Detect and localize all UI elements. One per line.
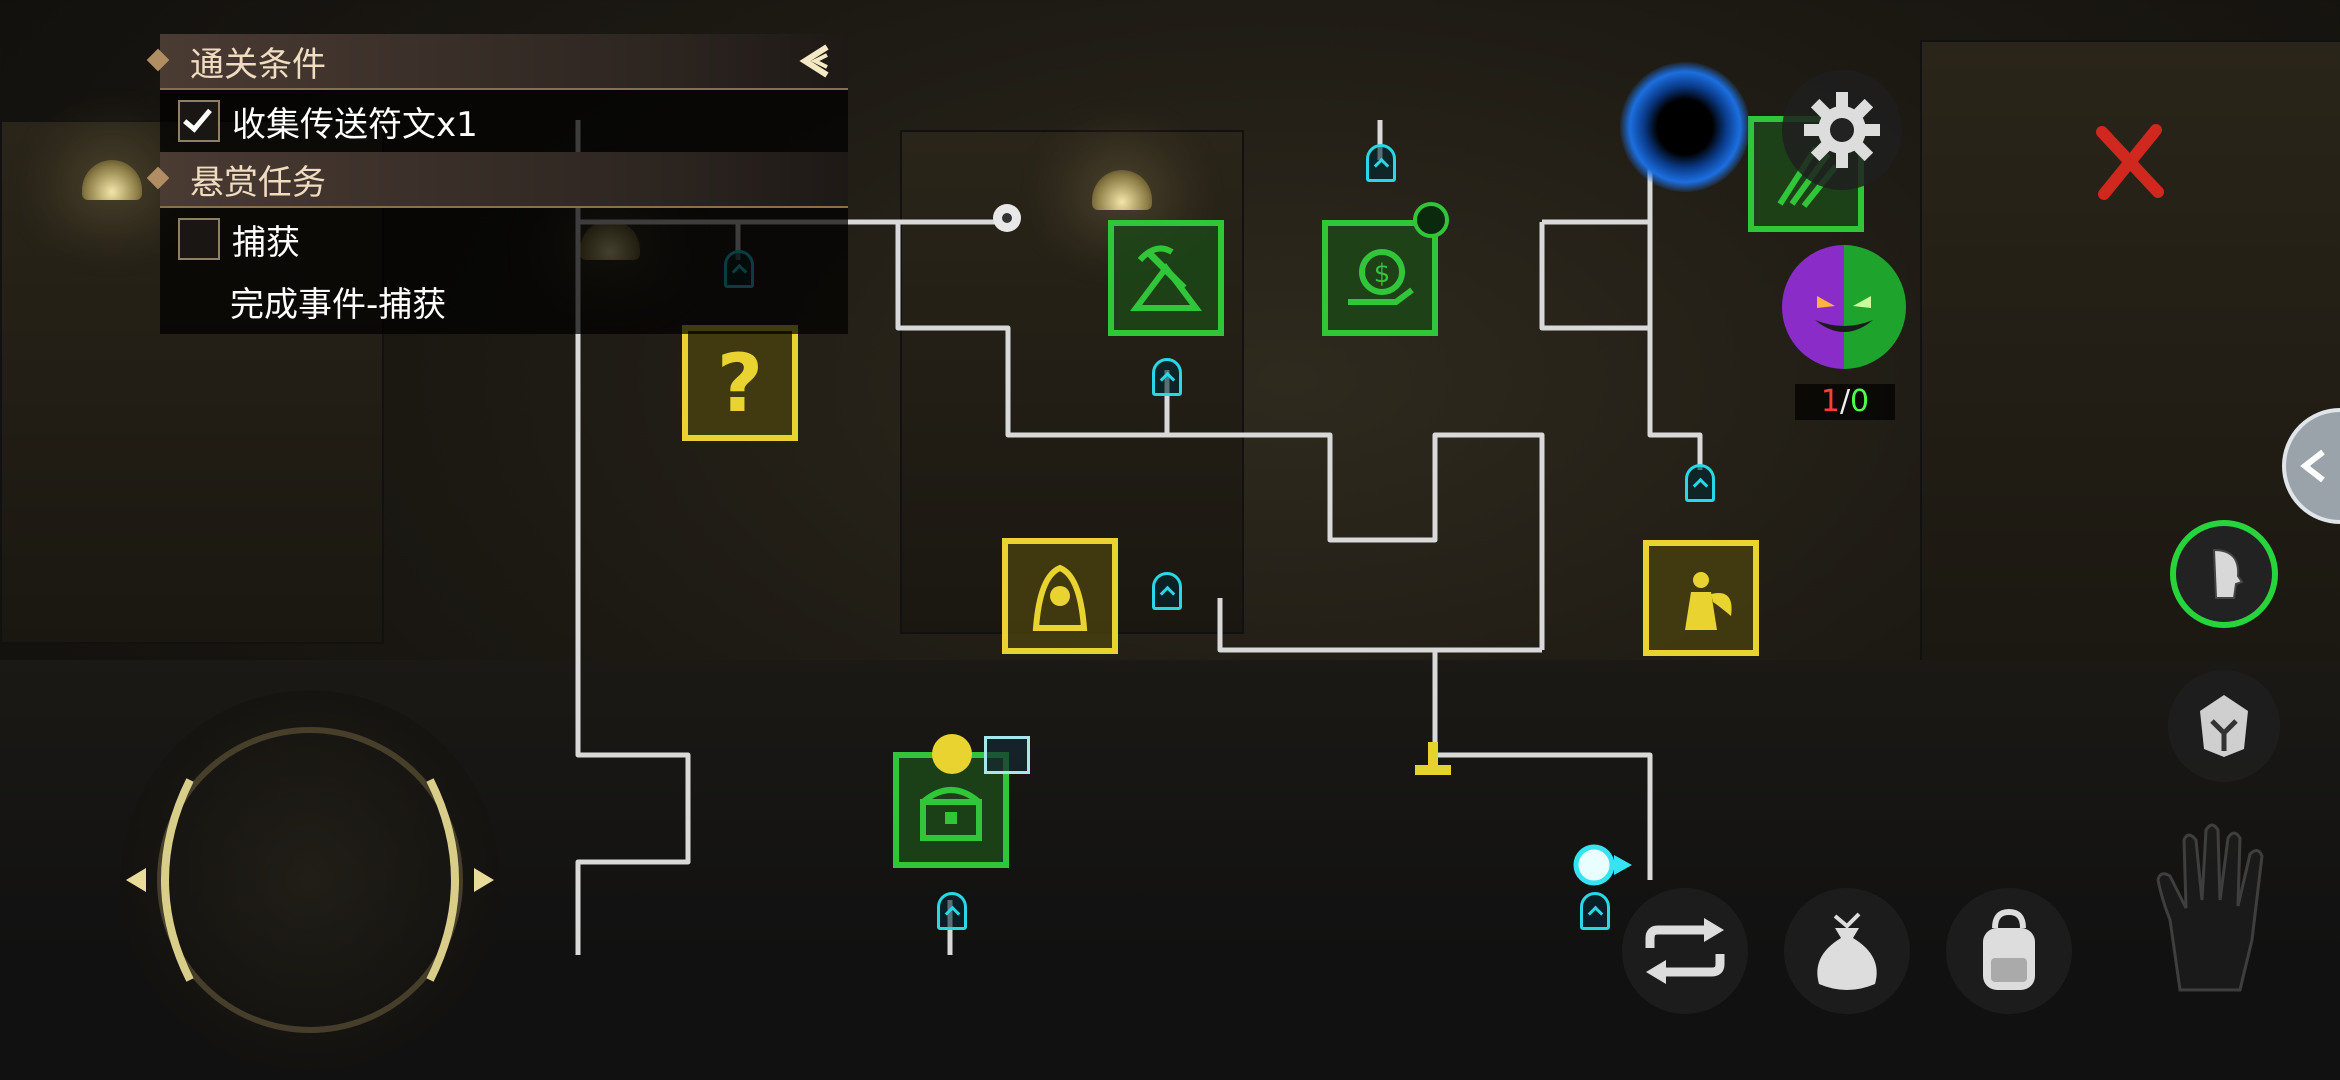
- red-x-icon: [2096, 124, 2164, 200]
- clear-condition-label: 收集传送符文x1: [232, 104, 478, 145]
- room-mining[interactable]: [1108, 220, 1224, 336]
- door-marker[interactable]: [1580, 892, 1610, 930]
- swap-arrows-icon: [1645, 918, 1725, 984]
- hand-interact-icon: [2156, 823, 2264, 992]
- clear-conditions-header: 通关条件: [146, 34, 848, 90]
- portal-button[interactable]: [1620, 62, 1750, 192]
- pickaxe-icon: [1130, 245, 1202, 311]
- backpack-button[interactable]: [1946, 888, 2072, 1014]
- chevron-left-tab-icon: [2300, 449, 2325, 483]
- room-hooded-npc[interactable]: [1002, 538, 1118, 654]
- quest-panel: 通关条件 收集传送符文x1 悬赏任务 捕获 完成事件-捕获: [146, 34, 848, 334]
- half-pumpkin-mask-icon: [1815, 296, 1873, 332]
- bounty-header: 悬赏任务: [146, 152, 848, 208]
- counter-slash: /: [1839, 384, 1851, 419]
- skull-badge-icon: [932, 734, 972, 774]
- door-marker[interactable]: [937, 892, 967, 930]
- virtual-joystick[interactable]: [120, 690, 500, 1070]
- money-bag-hand-icon: $: [1348, 249, 1414, 305]
- wall-lamp: [82, 160, 142, 200]
- close-button[interactable]: [2090, 122, 2170, 202]
- angel-icon: [1685, 572, 1732, 630]
- treasure-chest-icon: [920, 787, 982, 841]
- door-marker[interactable]: [1685, 464, 1715, 502]
- collapse-panel-button[interactable]: [794, 38, 840, 84]
- swap-button[interactable]: [1622, 888, 1748, 1014]
- condition-checkbox: [178, 100, 220, 142]
- clear-conditions-title: 通关条件: [190, 44, 326, 85]
- svg-text:$: $: [1374, 259, 1391, 289]
- skill-button-1[interactable]: [2170, 520, 2278, 628]
- gear-icon: [1804, 92, 1880, 168]
- face-profile-skill-icon: [2212, 548, 2244, 599]
- interact-hand-button[interactable]: [2140, 810, 2300, 1000]
- room-unknown[interactable]: ?: [682, 325, 798, 441]
- bounty-label: 捕获: [232, 222, 300, 263]
- question-mark-icon: ?: [716, 336, 764, 430]
- money-bag-icon: [1817, 912, 1877, 990]
- skill-button-2[interactable]: [2168, 670, 2280, 782]
- room-angel-shrine[interactable]: [1643, 540, 1759, 656]
- bag-button[interactable]: [1784, 888, 1910, 1014]
- bounty-checkbox: [178, 218, 220, 260]
- bounty-detail-text: 完成事件-捕获: [230, 284, 447, 325]
- hooded-figure-icon: [1032, 564, 1088, 631]
- bounty-title: 悬赏任务: [190, 162, 326, 203]
- counter-left: 1: [1820, 384, 1840, 419]
- chevron-left-icon: [799, 44, 829, 78]
- bounty-detail: 完成事件-捕获: [160, 270, 848, 332]
- event-book-icon: [984, 736, 1030, 774]
- counter-right: 0: [1850, 384, 1870, 419]
- room-shop[interactable]: $: [1322, 220, 1438, 336]
- boss-indicator[interactable]: [1782, 245, 1906, 369]
- joystick-ring: [126, 727, 494, 1033]
- helmet-skill-icon: [2200, 695, 2248, 757]
- door-marker[interactable]: [1366, 144, 1396, 182]
- backpack-icon: [1983, 908, 2035, 990]
- settings-button[interactable]: [1782, 70, 1902, 190]
- door-marker[interactable]: [1152, 358, 1182, 396]
- coin-badge-icon: [1413, 202, 1449, 238]
- boss-counter: 1/0: [1795, 384, 1895, 420]
- wall-lamp: [1092, 170, 1152, 210]
- bounty-item: 捕获: [160, 208, 848, 270]
- clear-condition-item: 收集传送符文x1: [160, 90, 848, 152]
- door-marker[interactable]: [1152, 572, 1182, 610]
